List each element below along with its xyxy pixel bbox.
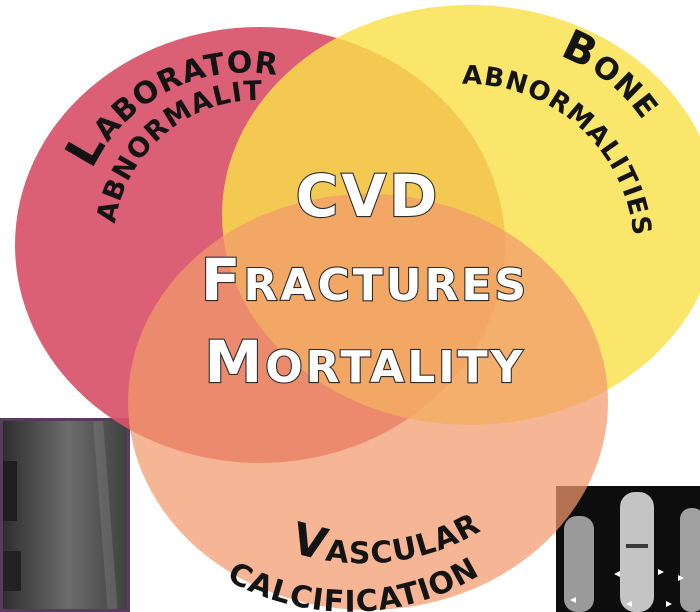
center-cvd: CVD: [296, 162, 441, 230]
